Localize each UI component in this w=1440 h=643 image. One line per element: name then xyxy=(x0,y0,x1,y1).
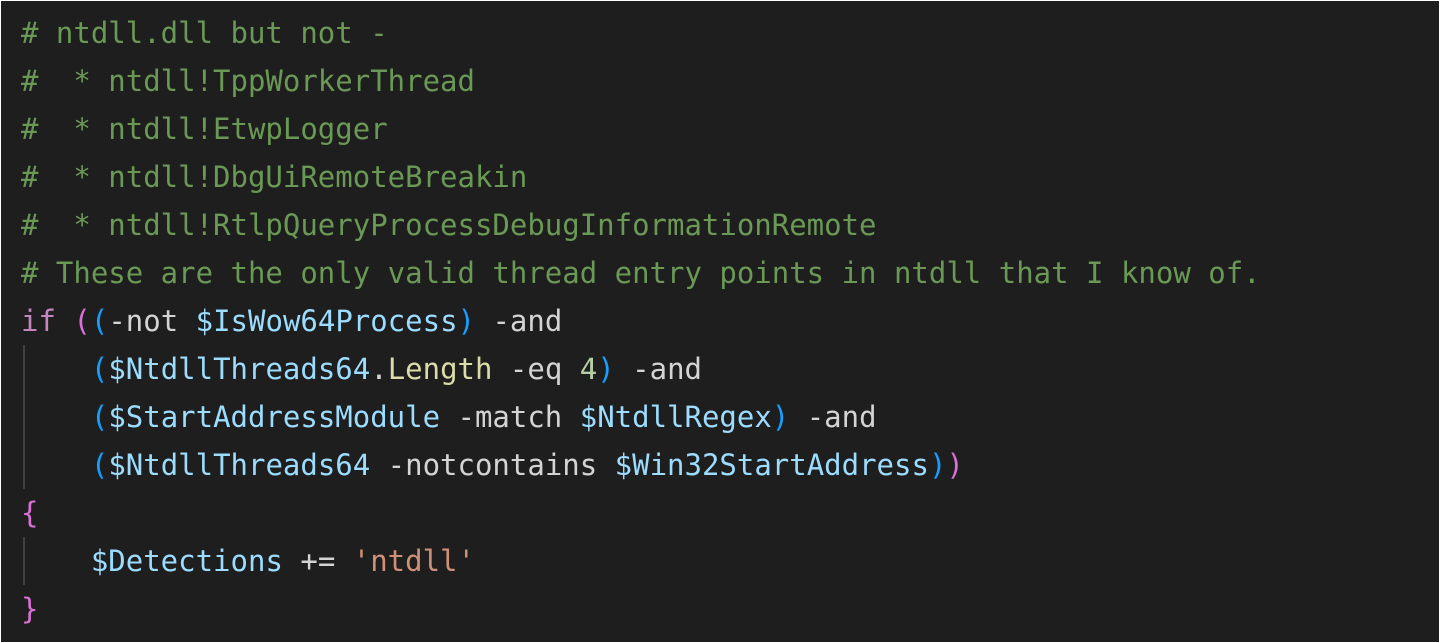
bracket-close: ) xyxy=(928,448,947,482)
comment: # These are the only valid thread entry … xyxy=(21,256,1261,290)
property-length: Length xyxy=(387,352,493,386)
variable-ntdllregex: $NtdllRegex xyxy=(579,400,772,434)
indent-guide xyxy=(23,345,25,393)
variable-ntdllthreads64: $NtdllThreads64 xyxy=(108,448,371,482)
indent xyxy=(21,448,91,482)
operator-and: -and xyxy=(614,352,703,386)
operator-and: -and xyxy=(789,400,877,434)
comment: # ntdll.dll but not - xyxy=(21,16,388,50)
bracket-outer-open: ( xyxy=(73,304,91,338)
code-line-2: # * ntdll!TppWorkerThread xyxy=(1,57,1439,105)
number-literal: 4 xyxy=(579,352,598,386)
variable-detections: $Detections xyxy=(90,544,283,578)
operator-match: -match xyxy=(440,400,580,434)
bracket-open: ( xyxy=(90,400,109,434)
member-dot: . xyxy=(370,352,388,386)
code-line-9: ($StartAddressModule -match $NtdllRegex)… xyxy=(1,393,1439,441)
indent-guide xyxy=(23,441,25,489)
indent xyxy=(21,352,91,386)
code-line-8: ($NtdllThreads64.Length -eq 4) -and xyxy=(1,345,1439,393)
if-keyword: if xyxy=(21,304,56,338)
comment: # * ntdll!EtwpLogger xyxy=(21,112,388,146)
code-line-6: # These are the only valid thread entry … xyxy=(1,249,1439,297)
code-line-11: { xyxy=(1,489,1439,537)
code-line-13: } xyxy=(1,585,1439,633)
comment: # * ntdll!DbgUiRemoteBreakin xyxy=(21,160,528,194)
bracket-open: ( xyxy=(90,352,109,386)
operator-notcontains: -notcontains xyxy=(370,448,615,482)
variable-iswow64process: $IsWow64Process xyxy=(195,304,458,338)
string-literal: 'ntdll' xyxy=(352,544,475,578)
operator-and: -and xyxy=(475,304,563,338)
brace-close: } xyxy=(21,592,39,626)
indent xyxy=(21,544,91,578)
code-line-3: # * ntdll!EtwpLogger xyxy=(1,105,1439,153)
bracket-close: ) xyxy=(597,352,615,386)
code-line-4: # * ntdll!DbgUiRemoteBreakin xyxy=(1,153,1439,201)
bracket-inner-open: ( xyxy=(90,304,109,338)
indent-guide xyxy=(23,537,25,585)
bracket-outer-close: ) xyxy=(946,448,964,482)
bracket-inner-close: ) xyxy=(457,304,476,338)
code-line-10: ($NtdllThreads64 -notcontains $Win32Star… xyxy=(1,441,1439,489)
bracket-close: ) xyxy=(771,400,790,434)
variable-win32startaddress: $Win32StartAddress xyxy=(614,448,929,482)
code-line-1: # ntdll.dll but not - xyxy=(1,9,1439,57)
indent xyxy=(21,400,91,434)
bracket-open: ( xyxy=(90,448,109,482)
code-line-5: # * ntdll!RtlpQueryProcessDebugInformati… xyxy=(1,201,1439,249)
operator-not: -not xyxy=(108,304,196,338)
comment: # * ntdll!TppWorkerThread xyxy=(21,64,475,98)
code-line-12: $Detections += 'ntdll' xyxy=(1,537,1439,585)
variable-startaddressmodule: $StartAddressModule xyxy=(108,400,441,434)
indent-guide xyxy=(23,393,25,441)
comment: # * ntdll!RtlpQueryProcessDebugInformati… xyxy=(21,208,877,242)
operator-eq: -eq xyxy=(492,352,580,386)
variable-ntdllthreads64: $NtdllThreads64 xyxy=(108,352,371,386)
brace-open: { xyxy=(21,496,39,530)
whitespace xyxy=(56,304,73,338)
code-line-7: if ((-not $IsWow64Process) -and xyxy=(1,297,1439,345)
operator-plus-equals: += xyxy=(282,544,353,578)
